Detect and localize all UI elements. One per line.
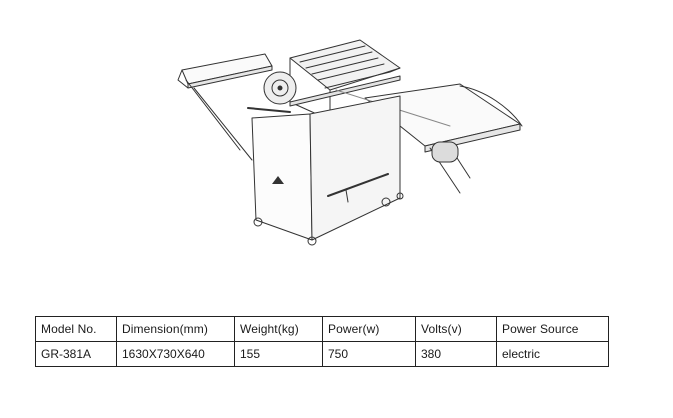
header-power-source: Power Source [496,316,609,342]
specs-header-row: Model No. Dimension(mm) Weight(kg) Power… [35,316,609,342]
cell-dimension: 1630X730X640 [116,341,235,367]
table-row: GR-381A 1630X730X640 155 750 380 electri… [35,341,609,367]
header-dimension: Dimension(mm) [116,316,235,342]
specs-table: Model No. Dimension(mm) Weight(kg) Power… [35,316,609,367]
cell-weight: 155 [234,341,323,367]
header-power: Power(w) [322,316,416,342]
cell-power-source: electric [496,341,609,367]
cell-model-no: GR-381A [35,341,117,367]
header-weight: Weight(kg) [234,316,323,342]
cell-power: 750 [322,341,416,367]
header-model-no: Model No. [35,316,117,342]
cell-volts: 380 [415,341,497,367]
header-volts: Volts(v) [415,316,497,342]
dough-sheeter-illustration [177,39,523,246]
